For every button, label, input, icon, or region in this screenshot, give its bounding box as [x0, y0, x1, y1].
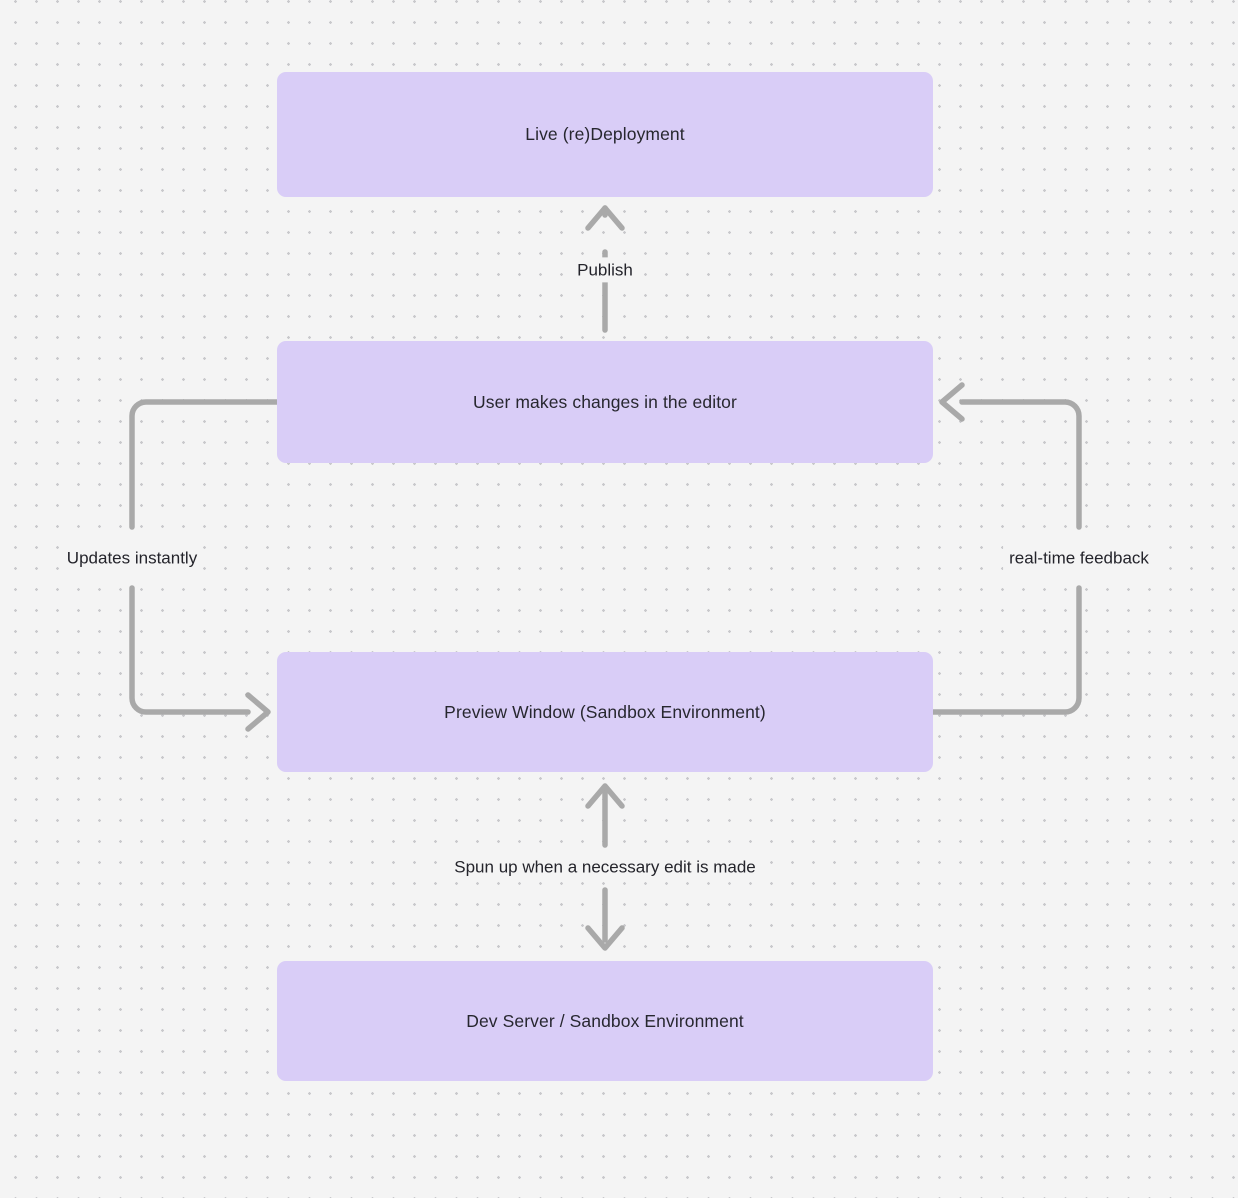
node-user-edits[interactable]: User makes changes in the editor: [277, 341, 933, 463]
edge-label-publish: Publish: [571, 257, 639, 283]
node-live-deployment[interactable]: Live (re)Deployment: [277, 72, 933, 197]
node-user-edits-label: User makes changes in the editor: [473, 391, 737, 412]
edge-real-time-feedback: [930, 382, 1082, 715]
node-preview-window[interactable]: Preview Window (Sandbox Environment): [277, 652, 933, 772]
edge-spun-up: [585, 783, 625, 951]
node-dev-server-label: Dev Server / Sandbox Environment: [466, 1010, 744, 1031]
edge-label-spun-up: Spun up when a necessary edit is made: [448, 854, 762, 880]
edge-label-updates-instantly: Updates instantly: [60, 545, 204, 571]
edge-label-real-time-feedback: real-time feedback: [1003, 545, 1155, 571]
node-preview-window-label: Preview Window (Sandbox Environment): [444, 701, 766, 722]
edge-updates-instantly: [129, 399, 280, 732]
node-live-deployment-label: Live (re)Deployment: [525, 124, 685, 145]
node-dev-server[interactable]: Dev Server / Sandbox Environment: [277, 961, 933, 1081]
